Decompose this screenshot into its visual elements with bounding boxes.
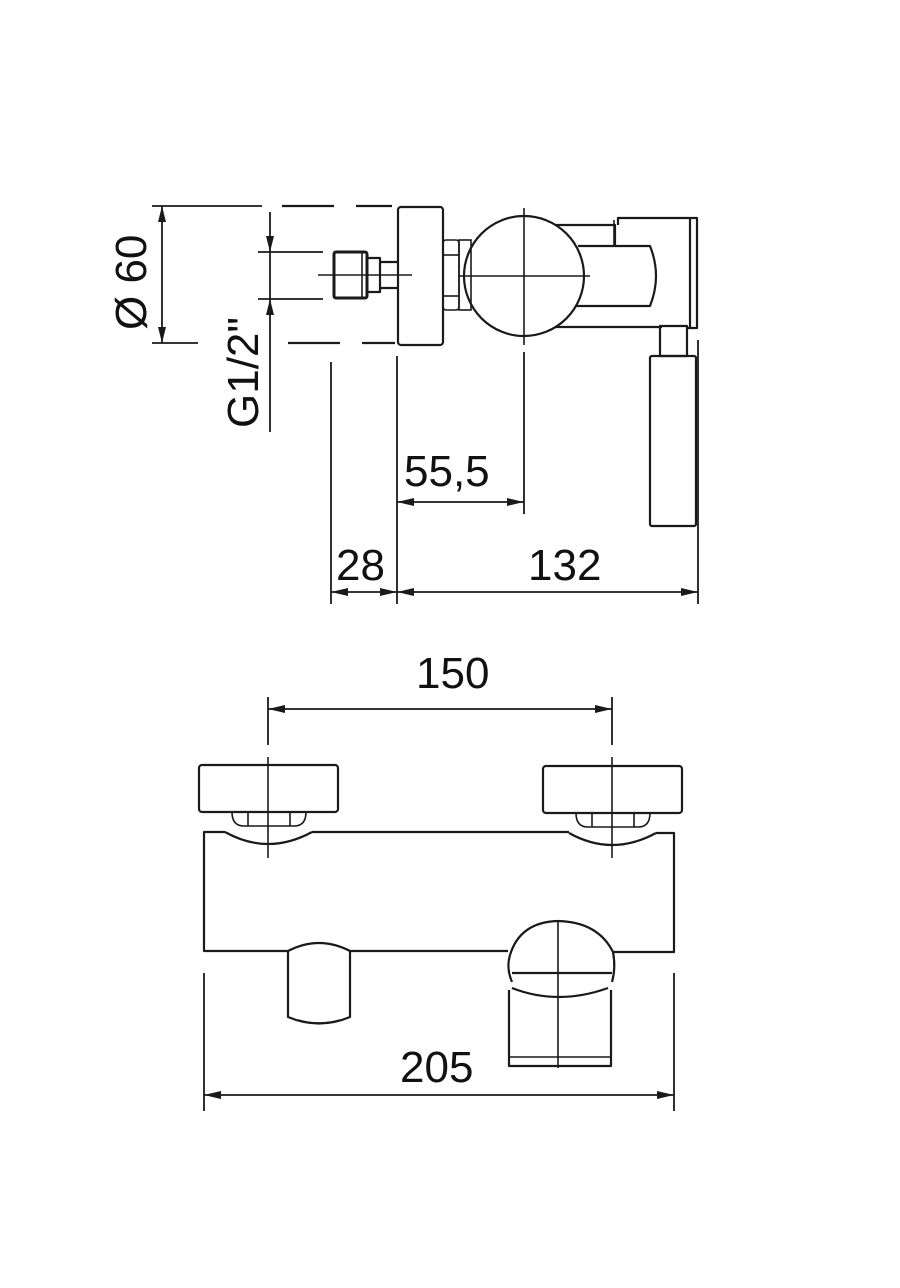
right-escutcheon [541,757,684,858]
side-view: Ø 60 G1/2" [107,204,699,604]
nut [442,239,472,311]
diameter-dimension: Ø 60 [107,205,262,344]
diverter-knob [507,919,616,1068]
lever-offset-label: 55,5 [404,447,490,496]
mixer-body-front [202,830,676,954]
connector-depth-dimension: 28 [331,541,397,596]
projection-label: 132 [528,541,601,590]
connector-depth-label: 28 [336,541,385,590]
left-escutcheon [197,757,340,858]
front-view: 150 [197,649,684,1111]
wall-connector [318,250,412,300]
thread-dimension: G1/2" [219,212,323,432]
projection-dimension: 132 [397,541,698,596]
centers-dimension: 150 [267,649,613,745]
overall-width-label: 205 [400,1043,473,1092]
lever-handle [648,324,698,528]
centers-label: 150 [416,649,489,698]
lever-offset-dimension: 55,5 [397,447,524,506]
thread-label: G1/2" [219,317,268,428]
escutcheon [396,205,445,347]
lever-housing [555,216,699,330]
spout [286,941,352,1025]
diameter-label: Ø 60 [107,235,156,330]
overall-width-dimension: 205 [203,973,675,1111]
